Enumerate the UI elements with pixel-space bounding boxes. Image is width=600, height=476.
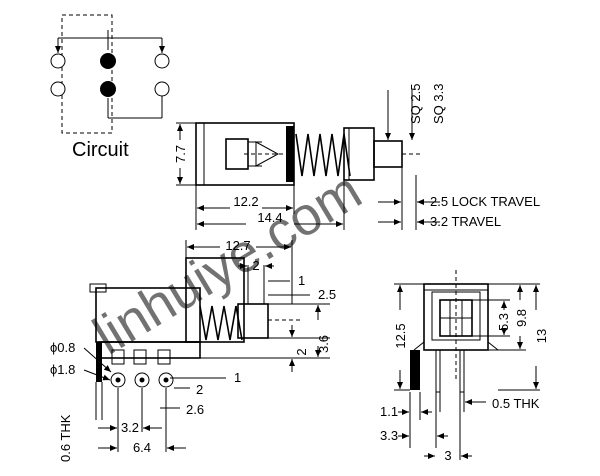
travel-label: 3.2 TRAVEL [430,214,501,229]
dim-pin-26: 2.6 [186,402,204,417]
dim-h36: 3.6 [316,335,331,353]
dim-pin-1: 1 [234,370,241,385]
lock-travel-label: 2.5 LOCK TRAVEL [430,194,540,209]
dim-pin-64: 6.4 [133,440,151,455]
circuit-label: Circuit [72,139,129,161]
dim-t11: 1.1 [380,404,398,419]
dim-w53: 5.3 [496,313,511,331]
sq-25-label: SQ 2.5 [408,84,423,124]
dim-thk: 0.6 THK [58,414,73,462]
dim-w98: 9.8 [514,309,529,327]
dim-pin-32: 3.2 [121,420,139,435]
dim-body-length: 12.2 [233,194,258,209]
end-view: 12.5 5.3 9.8 13 1.1 0.5 THK 3.3 3 [380,270,549,463]
dim-pin-2: 2 [196,382,203,397]
hole-08-label: ϕ0.8 [50,340,75,355]
dim-h2: 2 [294,348,309,355]
circuit-diagram: Circuit [50,14,170,161]
front-view: 12.7 2 1 2.5 2 3.6 ϕ0.8 ϕ1.8 1 2 2.6 [50,238,336,462]
dim-stem: 2.5 [318,287,336,302]
hole-18-label: ϕ1.8 [50,362,75,377]
dim-t05: 0.5 THK [492,396,540,411]
side-view: 7.7 12.2 14.4 SQ 2.5 SQ 3.3 2.5 LOCK TRA… [173,84,540,230]
dim-h125: 12.5 [393,323,408,348]
sq-33-label: SQ 3.3 [431,84,446,124]
dim-w13: 13 [534,329,549,343]
dim-height: 7.7 [173,145,188,163]
dim-pitch-1: 1 [298,273,305,288]
dim-pitch-top: 2 [252,258,259,273]
dim-t33: 3.3 [380,428,398,443]
dim-t3: 3 [444,448,451,463]
dim-front-length: 12.7 [225,238,250,253]
dim-total-length: 14.4 [257,210,282,225]
